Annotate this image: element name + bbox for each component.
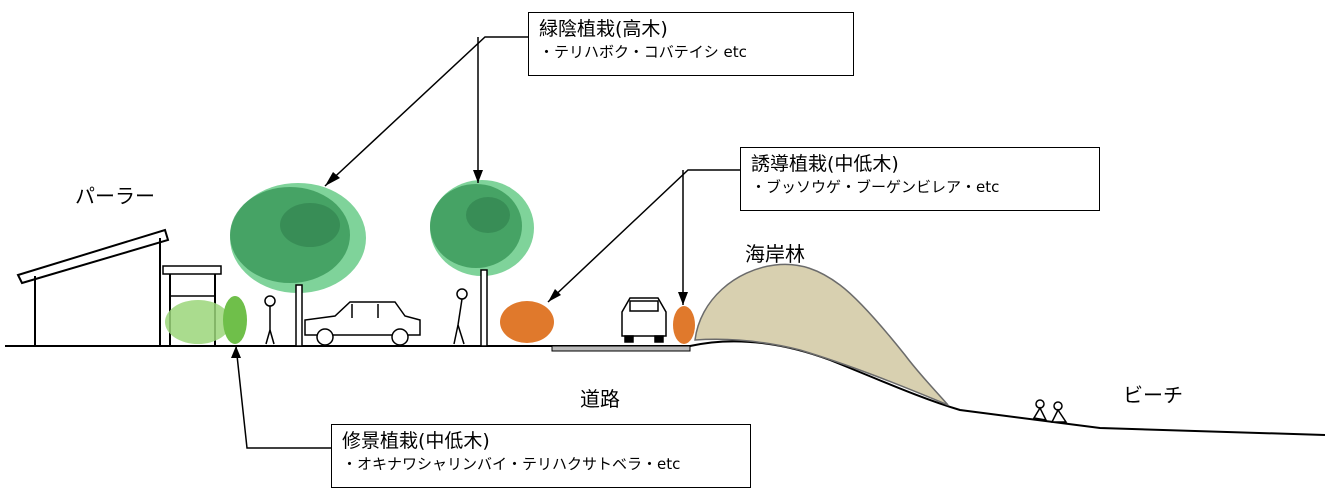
road-surface xyxy=(551,345,691,352)
coastal-forest xyxy=(694,263,949,406)
parlor-label: パーラー xyxy=(75,184,155,208)
shade-planting-callout: 緑陰植栽(高木) ・テリハボク・コバテイシ etc xyxy=(528,12,854,76)
car-front xyxy=(621,297,667,343)
shade-planting-species: ・テリハボク・コバテイシ etc xyxy=(539,43,747,61)
shade-planting-title: 緑陰植栽(高木) xyxy=(539,18,668,40)
landscape-planting-callout: 修景植栽(中低木) ・オキナワシャリンバイ・テリハクサトベラ・etc xyxy=(331,424,751,488)
leader-lines xyxy=(235,36,740,449)
guide-planting-species: ・ブッソウゲ・ブーゲンビレア・etc xyxy=(751,178,1000,196)
pedestrian-2 xyxy=(453,288,468,345)
shade-tree-2 xyxy=(430,180,534,347)
coastal-forest-label: 海岸林 xyxy=(745,242,805,266)
beach-people xyxy=(1032,399,1068,423)
landscape-planting-species: ・オキナワシャリンバイ・テリハクサトベラ・etc xyxy=(342,455,681,473)
guide-planting-callout: 誘導植栽(中低木) ・ブッソウゲ・ブーゲンビレア・etc xyxy=(740,147,1100,211)
car-sedan xyxy=(304,301,421,346)
orange-shrub-1 xyxy=(500,301,554,343)
road-label: 道路 xyxy=(580,387,620,411)
landscape-planting-title: 修景植栽(中低木) xyxy=(342,430,490,452)
orange-shrub-2 xyxy=(673,306,695,344)
guide-planting-title: 誘導植栽(中低木) xyxy=(751,153,899,175)
leader-arrowheads xyxy=(231,170,688,358)
shade-tree-1 xyxy=(230,183,366,347)
pedestrian-1 xyxy=(264,295,276,345)
small-shrub xyxy=(223,296,247,344)
beach-label: ビーチ xyxy=(1123,383,1183,407)
hedge-shrub xyxy=(165,300,231,344)
